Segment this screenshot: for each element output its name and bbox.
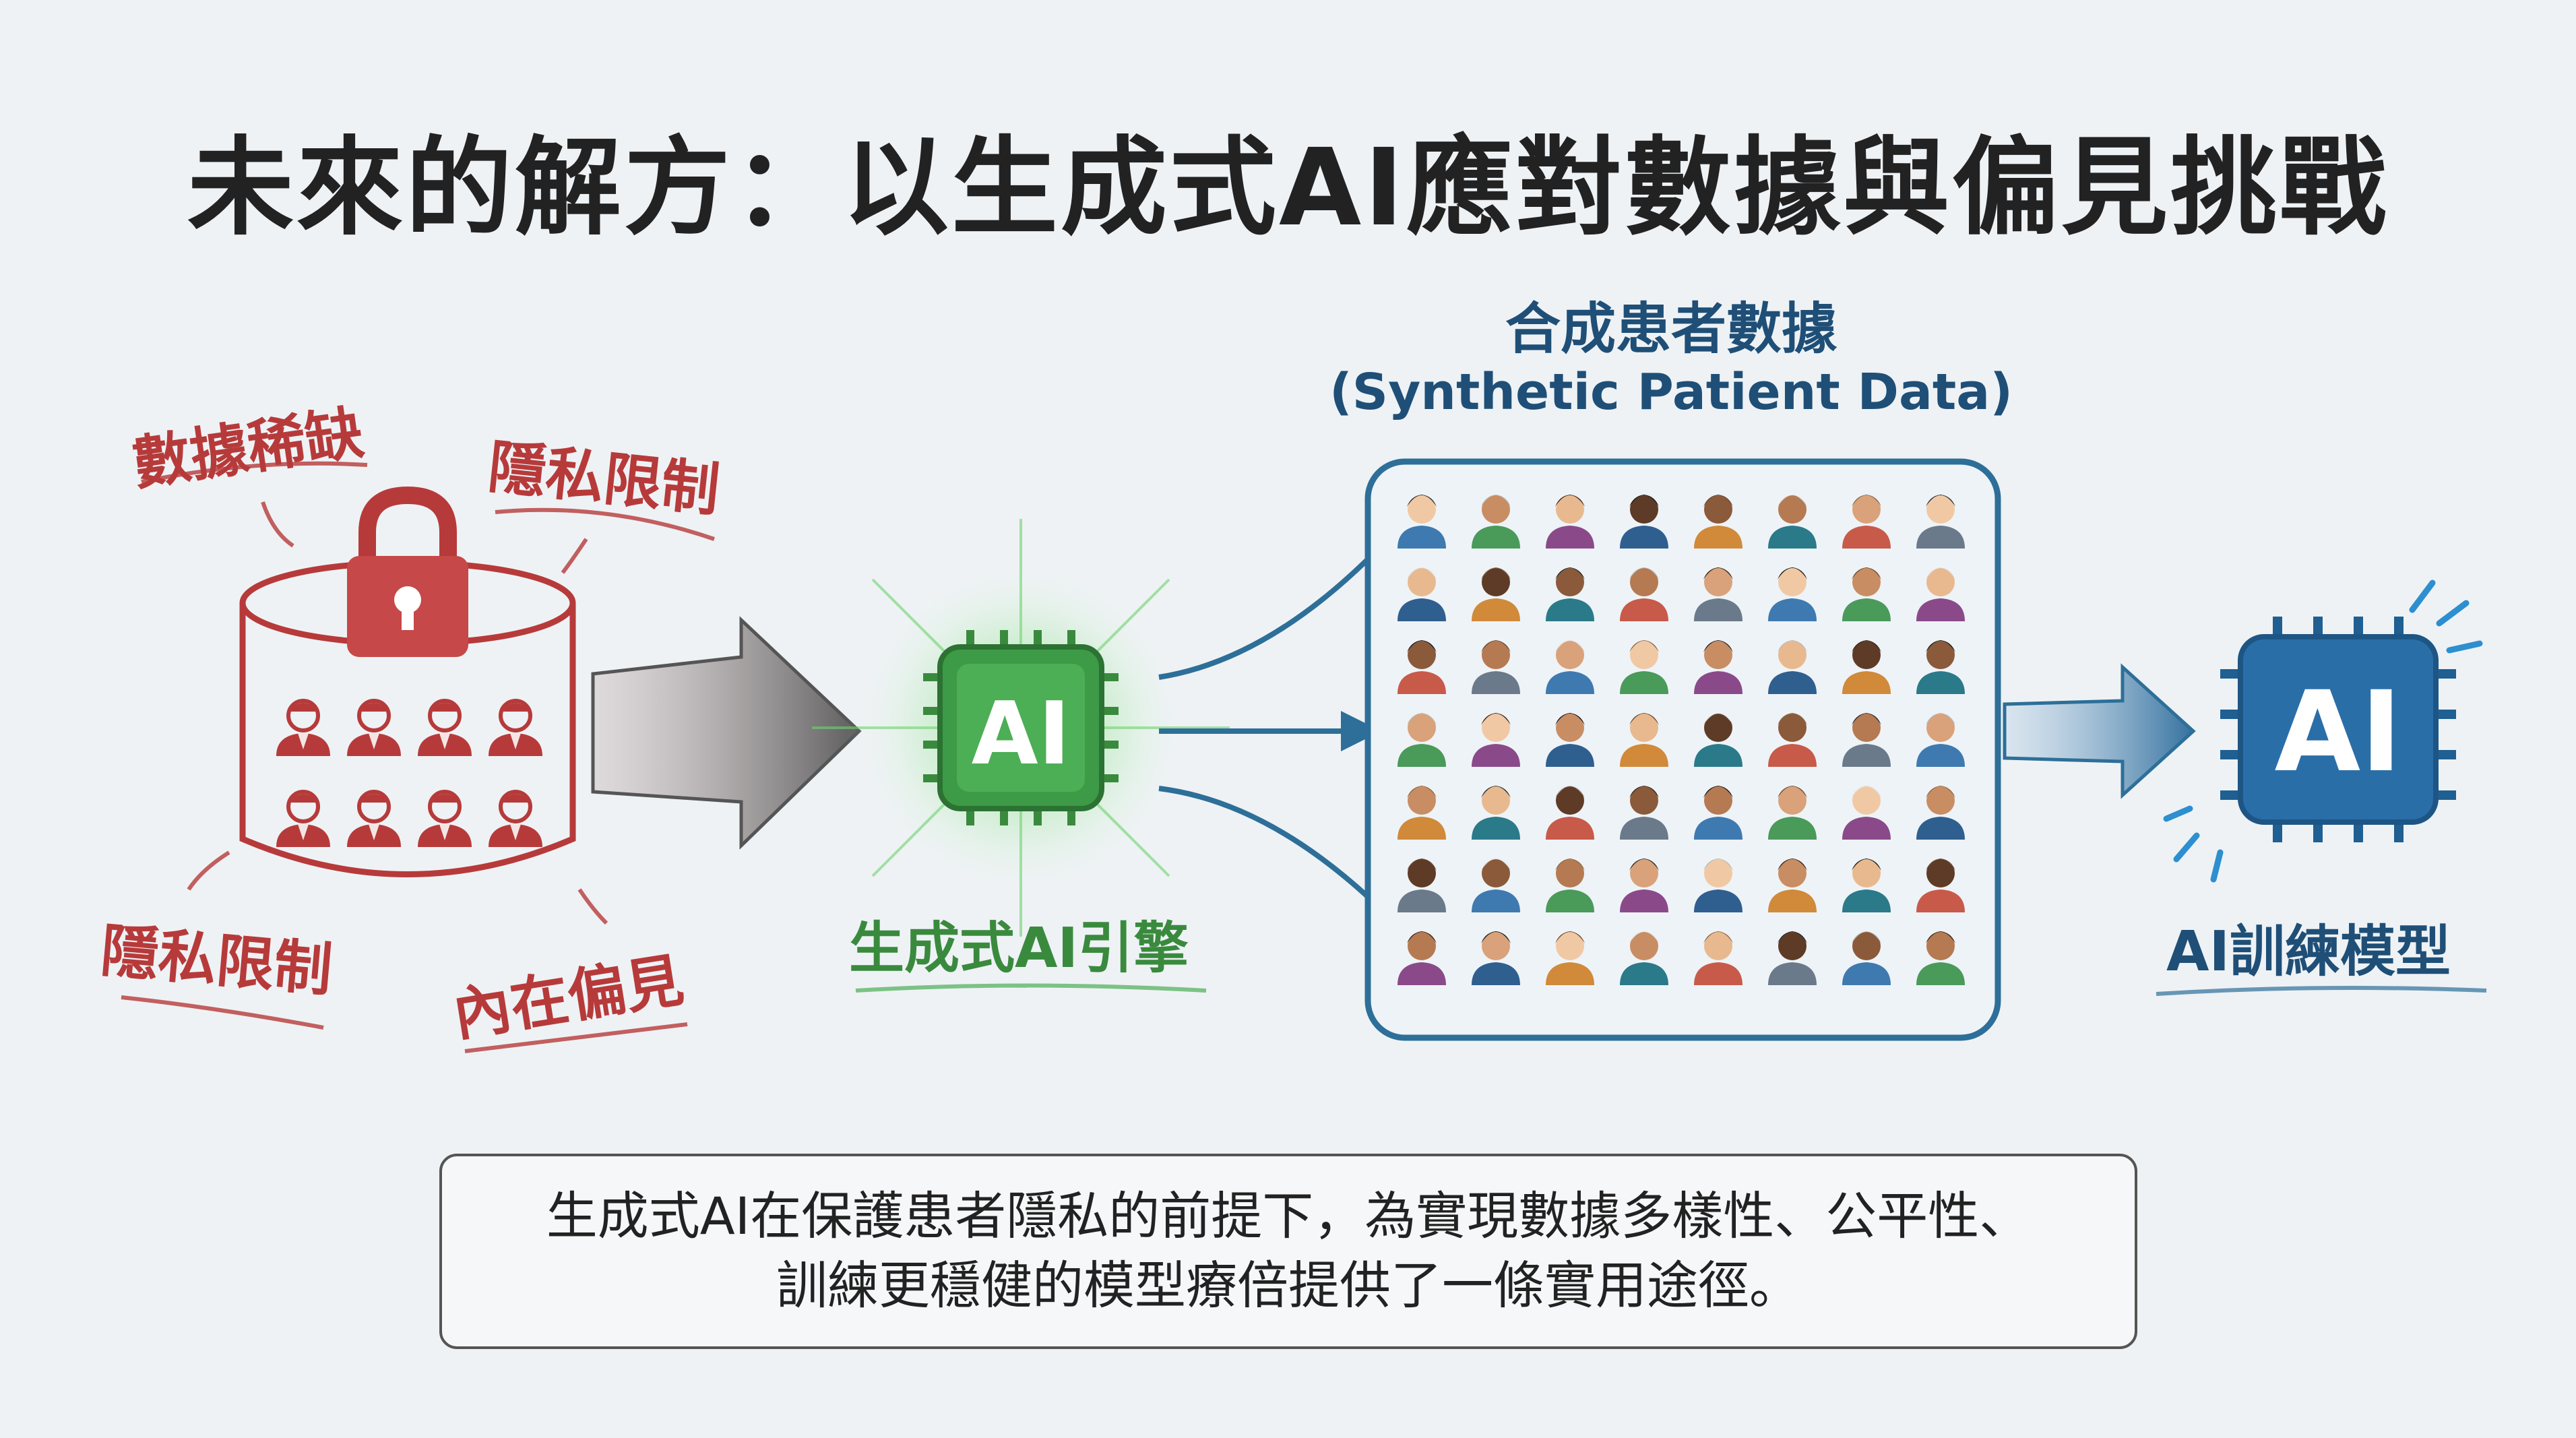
patient-icon — [1472, 858, 1520, 912]
synthetic-data-panel — [1364, 458, 2001, 1041]
patient-icon — [1620, 495, 1668, 549]
synthetic-title-en: (Synthetic Patient Data) — [1329, 363, 2013, 422]
patient-icon — [1694, 495, 1742, 549]
patient-icon — [1916, 786, 1965, 840]
page-title: 未來的解方：以生成式AI應對數據與偏見挑戰 — [187, 126, 2389, 250]
patient-icon — [1397, 786, 1446, 840]
patient-icon — [1842, 567, 1891, 621]
patient-icon — [1916, 931, 1965, 985]
patient-icon — [1694, 786, 1742, 840]
patient-icon — [1768, 786, 1817, 840]
restricted-people — [276, 701, 542, 847]
patient-icon — [1620, 786, 1668, 840]
synthetic-patients-grid — [1397, 495, 1965, 985]
patient-icon — [1842, 495, 1891, 549]
patient-icon — [1620, 858, 1668, 912]
patient-icon — [1546, 713, 1594, 767]
patient-icon — [1620, 567, 1668, 621]
patient-icon — [1397, 858, 1446, 912]
patient-icon — [1694, 567, 1742, 621]
patient-icon — [1694, 640, 1742, 694]
patient-icon — [1472, 495, 1520, 549]
patient-icon — [1768, 931, 1817, 985]
patient-icon — [1472, 931, 1520, 985]
patient-icon — [1397, 495, 1446, 549]
patient-icon — [1694, 858, 1742, 912]
patient-icon — [1768, 858, 1817, 912]
patient-icon — [1472, 567, 1520, 621]
patient-icon — [1397, 567, 1446, 621]
patient-icon — [1620, 931, 1668, 985]
engine-label: 生成式AI引擎 — [849, 916, 1189, 980]
caption-line-1: 生成式AI在保護患者隱私的前提下，為實現數據多樣性、公平性、 — [546, 1186, 2031, 1247]
patient-icon — [1472, 786, 1520, 840]
patient-icon — [1842, 786, 1891, 840]
model-chip-text: AI — [2274, 667, 2402, 796]
patient-icon — [1768, 567, 1817, 621]
patient-icon — [1546, 495, 1594, 549]
patient-icon — [1916, 858, 1965, 912]
synthetic-title-zh: 合成患者數據 — [1505, 297, 1837, 361]
caption-box: 生成式AI在保護患者隱私的前提下，為實現數據多樣性、公平性、 訓練更穩健的模型療… — [439, 1154, 2137, 1349]
patient-icon — [1620, 640, 1668, 694]
patient-icon — [1546, 567, 1594, 621]
patient-icon — [1842, 931, 1891, 985]
output-arrow — [2003, 663, 2196, 799]
patient-icon — [1916, 567, 1965, 621]
patient-icon — [1546, 931, 1594, 985]
patient-icon — [1842, 640, 1891, 694]
input-arrow — [591, 616, 862, 850]
patient-icon — [1546, 858, 1594, 912]
patient-icon — [1546, 786, 1594, 840]
model-chip — [2220, 617, 2456, 842]
patient-icon — [1916, 495, 1965, 549]
patient-icon — [1768, 713, 1817, 767]
model-label: AI訓練模型 — [2166, 920, 2451, 984]
patient-icon — [1472, 640, 1520, 694]
patient-icon — [1768, 495, 1817, 549]
synthetic-data-title: 合成患者數據 (Synthetic Patient Data) — [1280, 296, 2062, 423]
patient-icon — [1916, 640, 1965, 694]
engine-chip-text: AI — [971, 684, 1071, 784]
patient-icon — [1397, 640, 1446, 694]
patient-icon — [1397, 713, 1446, 767]
patient-icon — [1620, 713, 1668, 767]
patient-icon — [1472, 713, 1520, 767]
caption-line-2: 訓練更穩健的模型療倍提供了一條實用途徑。 — [776, 1255, 1800, 1315]
patient-icon — [1694, 713, 1742, 767]
lock-icon — [347, 486, 468, 657]
patient-icon — [1842, 858, 1891, 912]
patient-icon — [1546, 640, 1594, 694]
patient-icon — [1842, 713, 1891, 767]
patient-icon — [1694, 931, 1742, 985]
patient-icon — [1916, 713, 1965, 767]
patient-icon — [1768, 640, 1817, 694]
engine-chip — [923, 630, 1119, 825]
patient-icon — [1397, 931, 1446, 985]
